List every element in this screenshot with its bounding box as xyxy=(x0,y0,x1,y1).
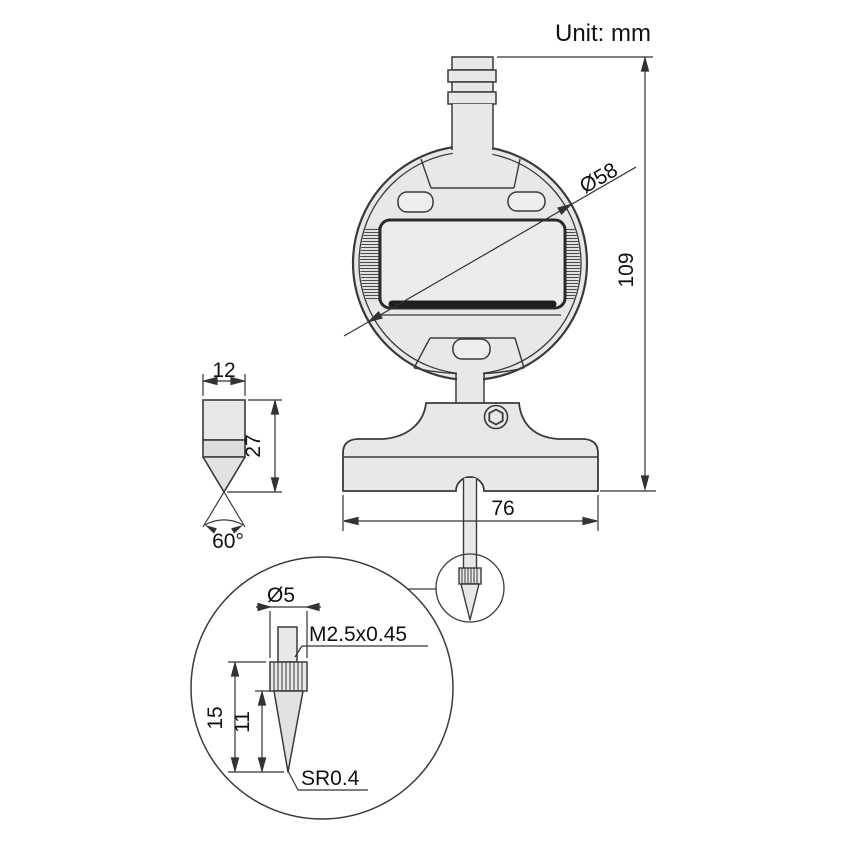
arrow-12-right xyxy=(230,376,247,386)
probe-tip-detail-view xyxy=(190,556,454,820)
arrow-angle-left xyxy=(205,525,217,534)
arrow-d5-left xyxy=(257,602,273,612)
arrow-27-down xyxy=(270,477,280,494)
angle-construction-lines xyxy=(202,456,246,528)
depth-gauge-front-view xyxy=(342,56,599,623)
bottom-button xyxy=(452,338,491,360)
arrow-109-up xyxy=(640,55,650,72)
stem-shaft-fill xyxy=(452,104,493,158)
dim-label-15: 15 xyxy=(204,706,227,729)
dimension-annotations-main xyxy=(342,55,656,531)
detail-thread-stem xyxy=(277,626,298,663)
probe-collar-knurl xyxy=(461,568,478,584)
stem-rib-gap xyxy=(451,81,494,93)
arrow-76-right xyxy=(582,516,598,526)
lcd-display xyxy=(378,218,567,310)
leader-sr-line xyxy=(287,770,299,791)
top-right-button xyxy=(507,191,546,212)
hex-screw-socket xyxy=(488,408,504,426)
detail-view-circle xyxy=(190,556,454,820)
arrow-12-left xyxy=(201,376,218,386)
dim-label-thread: M2.5x0.45 xyxy=(309,623,407,646)
detail-knurled-collar xyxy=(269,661,308,692)
face-top-chamfer xyxy=(420,158,521,189)
arrow-d58-lower xyxy=(366,311,383,323)
arrow-11-up xyxy=(257,689,267,706)
unit-note: Unit: mm xyxy=(555,20,651,47)
arrow-15-down xyxy=(230,757,240,774)
dim-label-sr04: SR0.4 xyxy=(301,767,360,790)
dimension-annotations-tip-detail xyxy=(228,602,428,791)
dim-label-76: 76 xyxy=(491,497,514,520)
dim-line-d58 xyxy=(343,166,637,337)
arrow-d5-right xyxy=(304,602,320,612)
arrow-109-down xyxy=(640,475,650,492)
detail-callout-circle xyxy=(435,553,505,623)
hex-screw-ring xyxy=(483,404,509,430)
probe-rod-fill xyxy=(464,478,477,568)
dim-label-11: 11 xyxy=(231,711,254,733)
probe-tip-cone xyxy=(460,583,480,621)
stem-rib-2 xyxy=(447,91,497,105)
left-grip-knurl xyxy=(360,227,379,301)
contact-point-cone xyxy=(202,456,246,493)
top-left-button xyxy=(397,191,434,213)
detail-collar-knurl xyxy=(273,662,303,691)
detail-tip-cone xyxy=(273,690,304,773)
contact-point-detail xyxy=(202,399,246,534)
arrow-27-up xyxy=(270,398,280,415)
contact-point-shank xyxy=(202,399,246,441)
leader-thread-line xyxy=(294,645,303,658)
dim-label-12: 12 xyxy=(212,359,235,382)
stem-cap xyxy=(451,56,494,71)
neck-fill xyxy=(457,368,483,404)
contact-point-band xyxy=(202,439,246,458)
dim-label-27: 27 xyxy=(242,434,265,457)
base-body xyxy=(342,402,599,492)
stem-rib-1 xyxy=(447,69,497,83)
arrow-76-left xyxy=(343,516,359,526)
arrow-d58-upper xyxy=(557,203,574,215)
dim-label-60deg: 60° xyxy=(212,530,244,553)
dim-label-d58: Ø58 xyxy=(576,158,622,198)
dimension-annotations-contact-point xyxy=(201,374,282,494)
dim-label-d5: Ø5 xyxy=(267,584,295,607)
arrow-11-down xyxy=(257,757,267,774)
dim-label-109: 109 xyxy=(615,252,638,287)
arrow-15-up xyxy=(230,660,240,677)
arrow-angle-right xyxy=(231,525,243,534)
